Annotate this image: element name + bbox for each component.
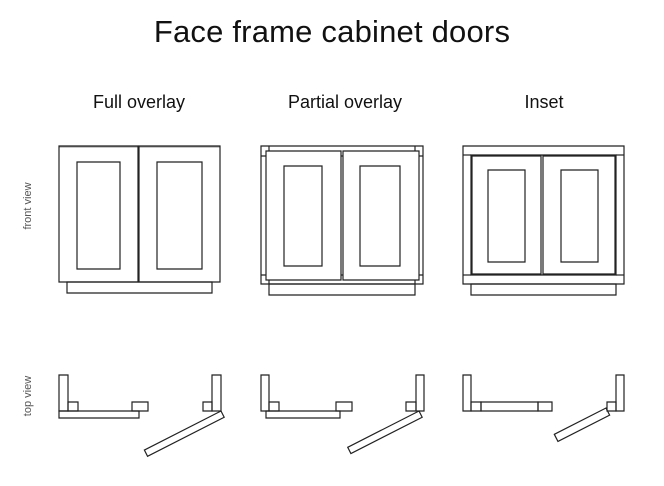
- full-overlay-base: [67, 282, 212, 293]
- partial-overlay-right-stile: [416, 375, 424, 411]
- partial-overlay-left-stile: [261, 375, 269, 411]
- full-overlay-left-door: [59, 146, 138, 282]
- full-overlay-top-view: [59, 375, 224, 456]
- full-overlay-closed-door: [59, 411, 139, 418]
- column-label-inset: Inset: [524, 92, 564, 112]
- full-overlay-left-stile: [59, 375, 68, 411]
- inset-open-door: [554, 408, 609, 441]
- inset-left-stile: [463, 375, 471, 411]
- inset-right-door: [543, 156, 615, 274]
- partial-overlay-open-door: [348, 411, 422, 454]
- full-overlay-left-door-panel: [77, 162, 120, 269]
- inset-top-view: [463, 375, 624, 441]
- diagram-title: Face frame cabinet doors: [153, 14, 511, 49]
- partial-overlay-right-door: [343, 151, 419, 280]
- inset-frame-opening: [471, 155, 616, 275]
- partial-overlay-base: [269, 284, 415, 295]
- full-overlay-right-door: [139, 146, 220, 282]
- full-overlay-open-door: [144, 411, 224, 456]
- partial-overlay-right-door-panel: [360, 166, 400, 266]
- full-overlay-right-door-panel: [157, 162, 202, 269]
- partial-overlay-front-view: [261, 146, 423, 295]
- inset-right-door-panel: [561, 170, 598, 262]
- column-label-partial-overlay: Partial overlay: [287, 92, 403, 112]
- partial-overlay-top-view: [261, 375, 424, 454]
- full-overlay-right-stile: [212, 375, 221, 411]
- column-label-full-overlay: Full overlay: [92, 92, 186, 112]
- inset-left-door-panel: [488, 170, 525, 262]
- inset-face-frame: [463, 146, 624, 284]
- inset-left-door: [472, 156, 541, 274]
- partial-overlay-face-frame: [261, 146, 423, 284]
- inset-base: [471, 284, 616, 295]
- partial-overlay-closed-door: [266, 411, 340, 418]
- inset-closed-door: [481, 402, 538, 411]
- partial-overlay-left-door: [266, 151, 341, 280]
- inset-front-view: [463, 146, 624, 295]
- full-overlay-front-view: [59, 146, 220, 293]
- inset-right-stile: [616, 375, 624, 411]
- partial-overlay-left-door-panel: [284, 166, 322, 266]
